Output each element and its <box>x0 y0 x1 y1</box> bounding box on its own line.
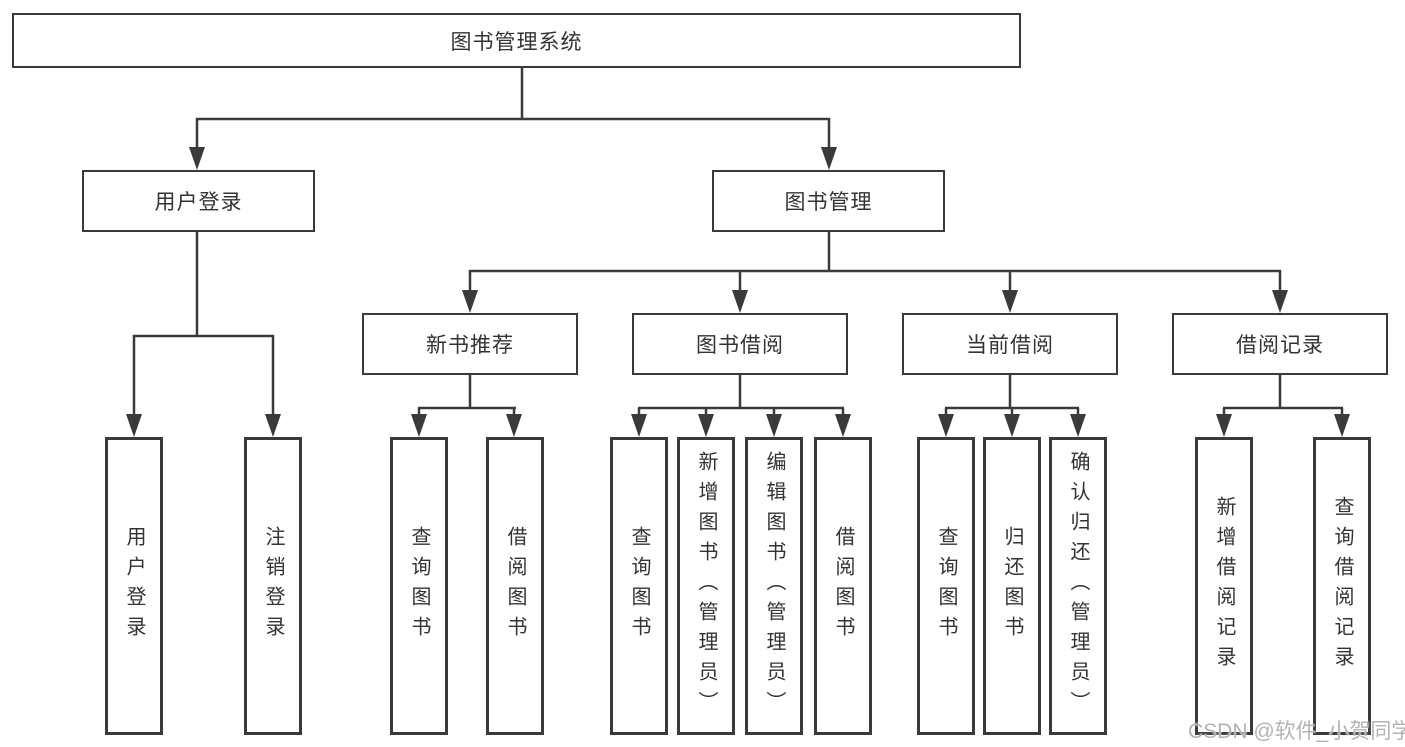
node-label: 图书管理 <box>784 191 873 214</box>
node-borrowing-records: 借阅记录 <box>1172 313 1388 375</box>
leaf-query-books-current: 查询图书 <box>917 437 975 735</box>
arrowhead <box>126 414 142 437</box>
arrowhead <box>411 414 427 437</box>
node-new-book-recommendation: 新书推荐 <box>362 313 578 375</box>
arrowhead <box>1004 414 1020 437</box>
leaf-borrow-books-recommend: 借阅图书 <box>486 437 544 735</box>
leaf-query-books-recommend: 查询图书 <box>390 437 448 735</box>
leaf-edit-book-admin: 编辑图书（管理员） <box>745 437 803 735</box>
arrowhead <box>506 414 522 437</box>
csdn-watermark: CSDN @软件_小贺同学 <box>1188 720 1405 743</box>
arrowhead <box>631 414 647 437</box>
leaf-label: 查询图书 <box>935 526 957 646</box>
arrowhead <box>1334 414 1350 437</box>
leaf-return-book: 归还图书 <box>983 437 1041 735</box>
leaf-user-login: 用户登录 <box>105 437 163 735</box>
arrowhead <box>1002 290 1018 313</box>
node-label: 图书借阅 <box>696 334 784 357</box>
node-root: 图书管理系统 <box>12 13 1021 68</box>
leaf-label: 借阅图书 <box>504 526 526 646</box>
node-label: 当前借阅 <box>966 334 1054 357</box>
node-label: 借阅记录 <box>1236 334 1324 357</box>
arrowhead <box>265 414 281 437</box>
arrowhead <box>462 290 478 313</box>
arrowhead <box>1070 414 1086 437</box>
leaf-query-borrow-record: 查询借阅记录 <box>1313 437 1371 735</box>
arrowhead <box>698 414 714 437</box>
arrowhead <box>189 147 205 170</box>
leaf-label: 编辑图书（管理员） <box>763 451 785 721</box>
leaf-label: 新增图书（管理员） <box>695 451 717 721</box>
arrowhead <box>766 414 782 437</box>
leaf-label: 借阅图书 <box>832 526 854 646</box>
node-user-login-branch: 用户登录 <box>82 170 315 232</box>
arrowhead <box>835 414 851 437</box>
leaf-label: 注销登录 <box>262 526 284 646</box>
leaf-confirm-return-admin: 确认归还（管理员） <box>1049 437 1107 735</box>
node-root-label: 图书管理系统 <box>450 30 583 54</box>
node-current-borrowing: 当前借阅 <box>902 313 1118 375</box>
arrowhead <box>1216 414 1232 437</box>
leaf-logout: 注销登录 <box>244 437 302 735</box>
leaf-label: 确认归还（管理员） <box>1067 451 1089 721</box>
leaf-label: 查询图书 <box>408 526 430 646</box>
leaf-add-book-admin: 新增图书（管理员） <box>677 437 735 735</box>
leaf-query-books-borrowing: 查询图书 <box>610 437 668 735</box>
leaf-label: 用户登录 <box>123 526 145 646</box>
node-book-management: 图书管理 <box>712 170 945 232</box>
node-book-borrowing: 图书借阅 <box>632 313 848 375</box>
leaf-label: 查询借阅记录 <box>1331 496 1353 676</box>
arrowhead <box>1272 290 1288 313</box>
node-label: 用户登录 <box>154 191 243 214</box>
arrowhead <box>938 414 954 437</box>
leaf-add-borrow-record: 新增借阅记录 <box>1195 437 1253 735</box>
arrowhead <box>732 290 748 313</box>
leaf-label: 新增借阅记录 <box>1213 496 1235 676</box>
leaf-label: 归还图书 <box>1001 526 1023 646</box>
leaf-label: 查询图书 <box>628 526 650 646</box>
node-label: 新书推荐 <box>426 334 514 357</box>
arrowhead <box>821 147 837 170</box>
leaf-borrow-books-borrowing: 借阅图书 <box>814 437 872 735</box>
